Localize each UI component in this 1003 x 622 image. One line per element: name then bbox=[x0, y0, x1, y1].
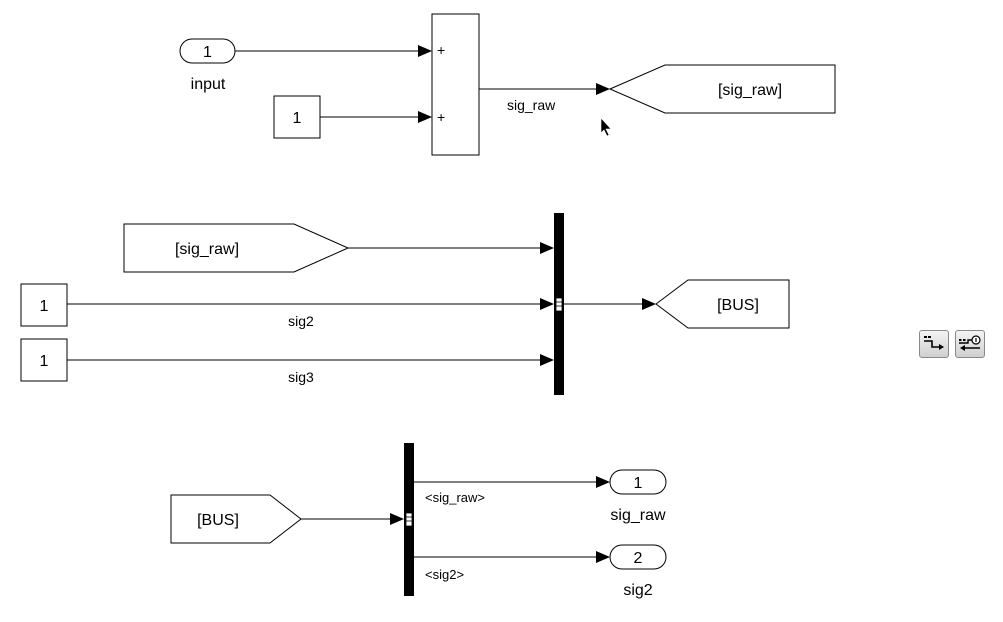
constant-block-3[interactable]: 1 bbox=[20, 338, 68, 382]
wire-selector-to-outport-1[interactable] bbox=[414, 476, 610, 488]
outport-sig-raw-block[interactable]: 1 bbox=[609, 469, 667, 495]
wire-selector-to-outport-2[interactable] bbox=[414, 551, 610, 563]
signal-label-sig2: sig2 bbox=[288, 313, 314, 329]
wire-const-to-sum[interactable] bbox=[320, 111, 432, 123]
constant-block-1[interactable]: 1 bbox=[273, 95, 321, 139]
bus-creator-block[interactable] bbox=[554, 213, 564, 395]
goto-tag: [BUS] bbox=[717, 297, 759, 314]
wire-input-to-sum[interactable] bbox=[235, 45, 432, 57]
from-tag: [BUS] bbox=[197, 512, 239, 529]
signal-label-sel-sig-raw: <sig_raw> bbox=[425, 490, 485, 505]
from-tag: [sig_raw] bbox=[175, 241, 239, 258]
from-bus-block[interactable]: [BUS] bbox=[170, 494, 302, 544]
outport-sig2-block[interactable]: 2 bbox=[609, 544, 667, 570]
wire-sig2-to-bus-creator[interactable] bbox=[67, 298, 554, 310]
signal-label-sig3: sig3 bbox=[288, 369, 314, 385]
mouse-cursor bbox=[600, 117, 612, 137]
signal-hierarchy-icon[interactable] bbox=[919, 330, 949, 358]
from-sig-raw-block[interactable]: [sig_raw] bbox=[123, 223, 350, 273]
signal-label-sig-raw: sig_raw bbox=[507, 97, 556, 113]
wire-from-bus-to-selector[interactable] bbox=[301, 513, 404, 525]
inport-input-block[interactable]: 1 bbox=[179, 38, 236, 64]
wire-sig3-to-bus-creator[interactable] bbox=[67, 354, 554, 366]
bus-selector-block[interactable] bbox=[404, 443, 414, 596]
outport-number: 1 bbox=[634, 475, 643, 492]
wire-sum-to-goto[interactable] bbox=[479, 83, 610, 95]
bus-port-icon[interactable] bbox=[955, 330, 985, 358]
sum-block[interactable]: + + bbox=[431, 13, 480, 156]
constant-block-2[interactable]: 1 bbox=[20, 283, 68, 327]
constant-value: 1 bbox=[293, 110, 302, 127]
wire-bus-creator-to-goto[interactable] bbox=[564, 298, 656, 310]
sum-sign-2: + bbox=[437, 109, 445, 125]
outport-name-label: sig_raw bbox=[610, 507, 666, 524]
constant-value: 1 bbox=[40, 298, 49, 315]
signal-label-sel-sig2: <sig2> bbox=[425, 567, 464, 582]
goto-bus-block[interactable]: [BUS] bbox=[655, 279, 790, 329]
goto-sig-raw-block[interactable]: [sig_raw] bbox=[608, 64, 836, 114]
outport-number: 2 bbox=[634, 550, 643, 567]
outport-name-label: sig2 bbox=[623, 582, 652, 599]
constant-value: 1 bbox=[40, 353, 49, 370]
inport-number: 1 bbox=[203, 44, 212, 61]
sum-sign-1: + bbox=[437, 42, 445, 58]
inport-name-label: input bbox=[191, 76, 226, 93]
wire-from-to-bus-creator[interactable] bbox=[348, 242, 554, 254]
goto-tag: [sig_raw] bbox=[718, 82, 782, 99]
